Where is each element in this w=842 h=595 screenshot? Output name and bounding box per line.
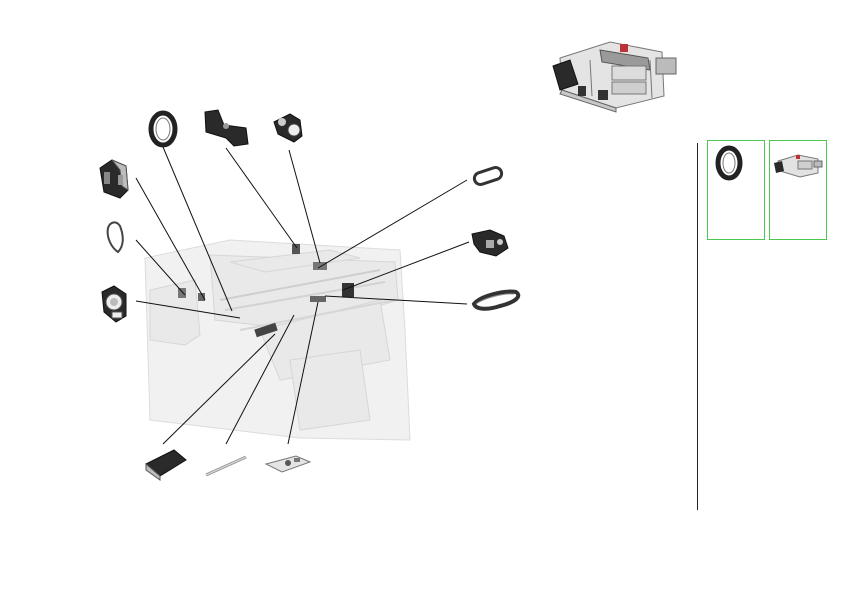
drive-belt-icon	[471, 289, 521, 311]
link-clip-icon	[472, 166, 504, 186]
leader-lines	[135, 146, 470, 445]
assembly-icon	[774, 154, 823, 178]
guide-cover-icon	[145, 449, 187, 481]
bracket-plate-icon	[204, 109, 249, 147]
shaft-rod-icon	[205, 455, 247, 477]
ring-seal-icon	[148, 110, 178, 148]
ghost-assembly	[144, 239, 411, 441]
base-plate-icon	[264, 455, 312, 473]
panel-divider	[697, 143, 698, 510]
ring-seal-thumb[interactable]	[707, 140, 765, 240]
assembled-view-image	[552, 41, 677, 113]
belt-loop-left-icon	[106, 221, 124, 254]
ring-seal-icon	[715, 145, 743, 181]
cam-lever-icon	[273, 113, 303, 143]
assembly-thumb[interactable]	[769, 140, 827, 240]
cam-gear-icon	[101, 285, 127, 323]
right-mount-bracket-icon	[471, 229, 509, 257]
left-frame-bracket-icon	[99, 159, 129, 199]
